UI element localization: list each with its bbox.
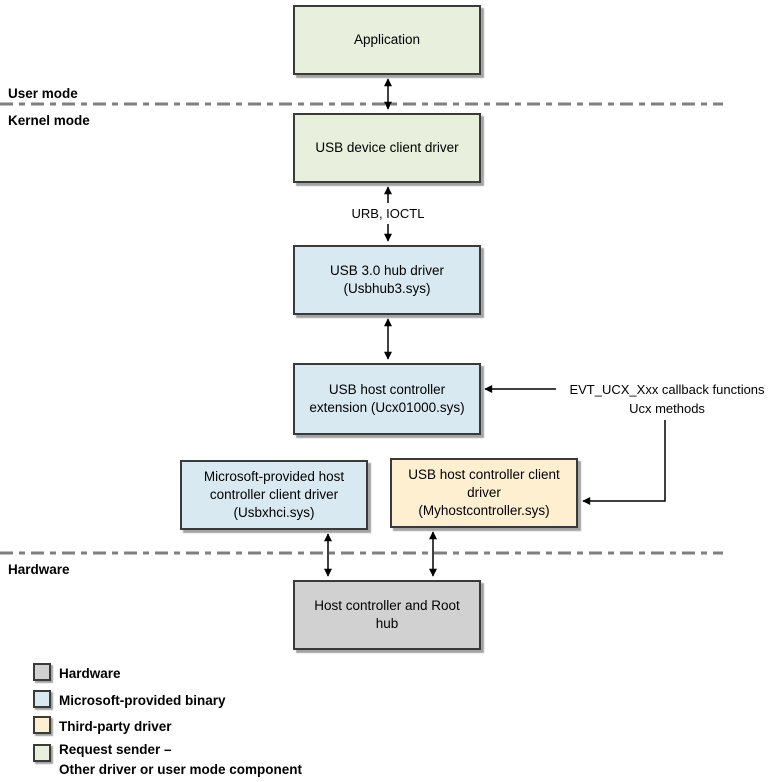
box-ms-host-controller-client-driver: Microsoft-provided host controller clien…	[180, 460, 368, 530]
evt-ucx-callback-annotation: EVT_UCX_Xxx callback functions Ucx metho…	[569, 382, 765, 416]
box-usb-host-controller-client-driver: USB host controller client driver (Myhos…	[390, 458, 578, 528]
legend-swatch-hardware	[33, 663, 51, 681]
box-usb-device-client-driver: USB device client driver	[293, 113, 481, 183]
legend-label-hardware: Hardware	[59, 666, 121, 681]
arrow-evt-to-thirdparty-client	[582, 420, 666, 505]
box-usb3-hub-driver: USB 3.0 hub driver (Usbhub3.sys)	[293, 245, 481, 315]
legend-label-microsoft-binary: Microsoft-provided binary	[59, 693, 226, 708]
box-application: Application	[293, 5, 481, 75]
legend-label-third-party: Third-party driver	[59, 719, 172, 734]
legend-swatch-third-party	[33, 716, 51, 734]
legend-swatch-request-sender	[33, 744, 51, 762]
kernel-mode-label: Kernel mode	[8, 113, 90, 128]
user-mode-label: User mode	[8, 86, 78, 101]
hardware-label: Hardware	[8, 562, 70, 577]
box-host-controller-extension: USB host controller extension (Ucx01000.…	[293, 363, 481, 435]
urb-ioctl-annotation: URB, IOCTL	[351, 206, 425, 221]
legend-swatch-microsoft-binary	[33, 690, 51, 708]
legend-label-request-sender: Request sender – Other driver or user mo…	[59, 742, 303, 777]
box-host-controller-root-hub: Host controller and Root hub	[293, 580, 481, 650]
